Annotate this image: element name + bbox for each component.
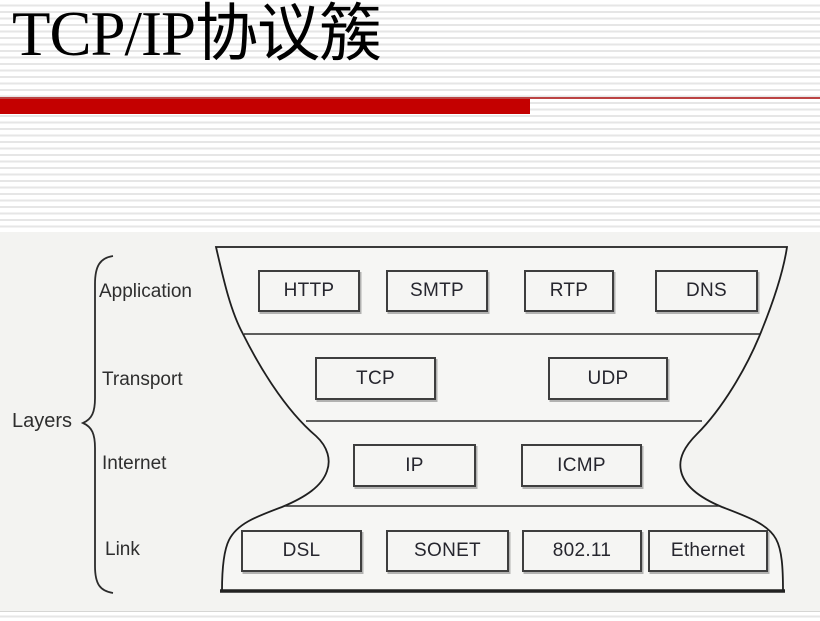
protocol-box-http: HTTP (258, 270, 360, 312)
layer-label-application: Application (99, 281, 192, 302)
layers-group-label: Layers (12, 410, 73, 432)
protocol-box-ip: IP (353, 444, 476, 487)
protocol-box-udp: UDP (548, 357, 668, 400)
accent-thin-rule (0, 97, 820, 99)
protocol-box-smtp: SMTP (386, 270, 488, 312)
protocol-box-sonet: SONET (386, 530, 509, 572)
protocol-box-icmp: ICMP (521, 444, 642, 487)
layer-label-internet: Internet (102, 453, 167, 474)
protocol-box-tcp: TCP (315, 357, 436, 400)
protocol-box-dns: DNS (655, 270, 758, 312)
layer-label-link: Link (105, 539, 140, 560)
accent-red-bar (0, 99, 530, 114)
protocol-box-802-11: 802.11 (522, 530, 642, 572)
protocol-box-ethernet: Ethernet (648, 530, 768, 572)
layer-label-transport: Transport (102, 369, 183, 390)
protocol-box-dsl: DSL (241, 530, 362, 572)
protocol-box-rtp: RTP (524, 270, 614, 312)
page-title: TCP/IP协议簇 (12, 0, 382, 69)
